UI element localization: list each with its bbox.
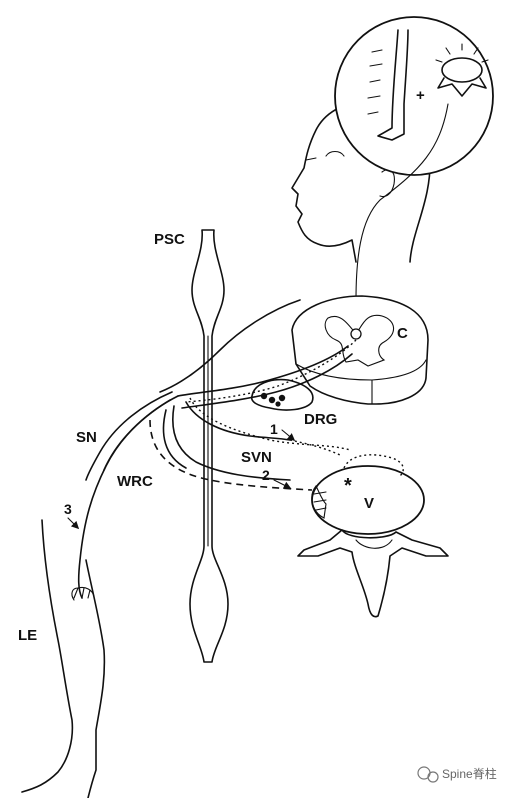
plus-sign: + [416,87,425,104]
dorsal-root-ganglion [250,378,314,411]
asterisk-mark: * [344,475,352,497]
visceral-paths [149,397,351,491]
spinal-nerve [71,391,179,601]
wechat-icon [417,766,439,783]
label-svn: SVN [241,449,272,466]
label-wrc: WRC [117,473,153,490]
leg-outline [21,519,106,798]
path-3-number: 3 [64,501,72,517]
path-1-arrow [281,429,296,441]
label-c: C [397,325,408,342]
watermark: Spine脊柱 [417,766,497,783]
inset-circle: + [334,16,494,176]
inset-connector [355,103,449,301]
label-v: V [364,495,374,512]
path-3-arrow [67,517,80,530]
vertebra [297,454,449,618]
path-2-line [149,419,313,491]
label-drg: DRG [304,411,337,428]
sympathetic-chain [189,229,229,663]
label-sn: SN [76,429,97,446]
label-psc: PSC [154,231,185,248]
path-1-line [289,439,343,457]
watermark-text: Spine脊柱 [442,766,497,781]
path-2-arrow [273,479,292,489]
spinal-cord-section [291,295,429,405]
label-le: LE [18,627,37,644]
path-2-number: 2 [262,467,270,483]
nerve-roots [159,299,357,409]
path-1-number: 1 [270,421,278,437]
inset-vertebra [435,43,489,97]
